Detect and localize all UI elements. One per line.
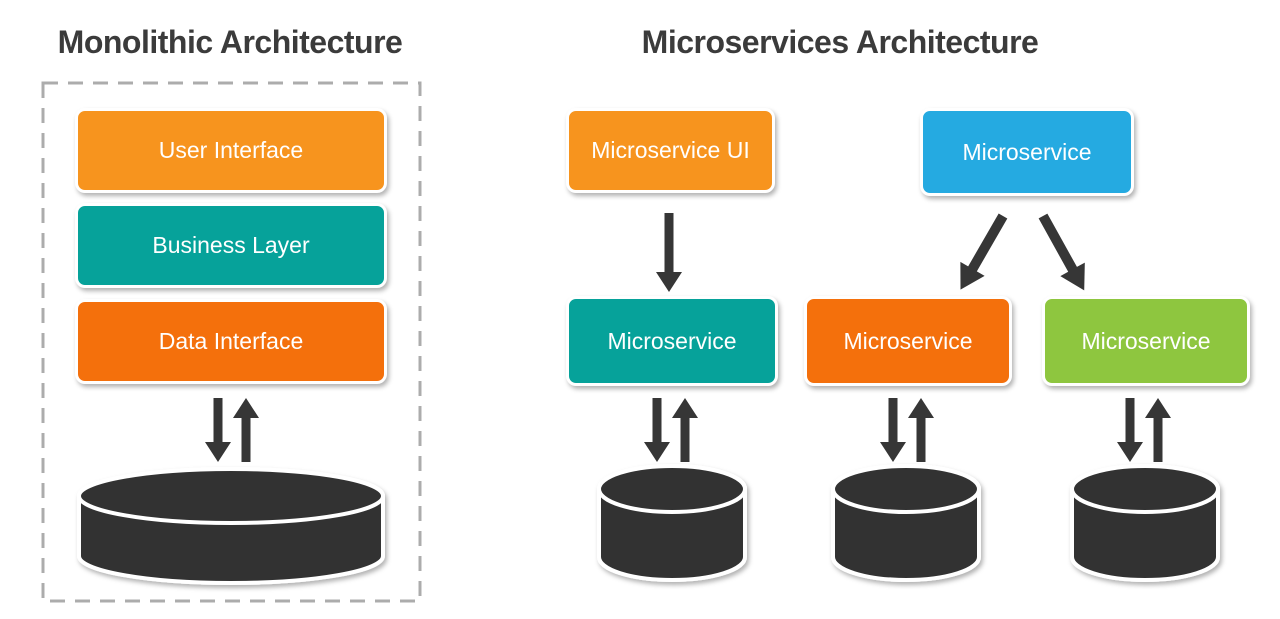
arrow-down-icon — [656, 213, 682, 292]
arrows-group — [205, 213, 1171, 462]
monolith-business-layer-box: Business Layer — [75, 203, 387, 288]
microservices-architecture-title: Microservices Architecture — [641, 24, 1039, 60]
arrow-up-icon — [672, 398, 698, 462]
database-cylinder-icon — [1070, 464, 1220, 582]
microservice-gateway-label: Microservice — [962, 138, 1092, 165]
microservice-orange-label: Microservice — [843, 327, 973, 354]
monolith-data-interface-label: Data Interface — [158, 328, 304, 354]
monolith-business-layer-label: Business Layer — [152, 232, 310, 258]
database-cylinder-icon — [77, 467, 385, 585]
microservice-teal-box: Microservice — [566, 296, 778, 386]
arrow-down-icon — [205, 398, 231, 462]
databases-group — [77, 464, 1220, 585]
database-cylinder-icon — [831, 464, 981, 582]
microservice-orange-box: Microservice — [804, 296, 1012, 386]
monolith-user-interface-label: User Interface — [158, 137, 304, 163]
database-cylinder-icon — [597, 464, 747, 582]
microservice-green-box: Microservice — [1042, 296, 1250, 386]
monolithic-architecture-title: Monolithic Architecture — [57, 24, 403, 60]
arrow-up-icon — [233, 398, 259, 462]
microservice-gateway-box: Microservice — [920, 108, 1134, 196]
microservice-green-label: Microservice — [1081, 327, 1211, 354]
monolith-boundary-dashed-box — [41, 81, 422, 603]
arrow-up-icon — [1145, 398, 1171, 462]
arrow-up-icon — [908, 398, 934, 462]
arrow-down-icon — [644, 398, 670, 462]
arrow-diagonal-right-icon — [1038, 213, 1085, 291]
arrow-down-icon — [1117, 398, 1143, 462]
arrow-down-icon — [880, 398, 906, 462]
monolith-user-interface-box: User Interface — [75, 108, 387, 193]
microservice-ui-box: Microservice UI — [566, 108, 775, 193]
microservice-ui-label: Microservice UI — [591, 137, 750, 163]
microservice-teal-label: Microservice — [607, 327, 737, 354]
arrow-diagonal-left-icon — [960, 213, 1008, 290]
monolith-data-interface-box: Data Interface — [75, 299, 387, 384]
